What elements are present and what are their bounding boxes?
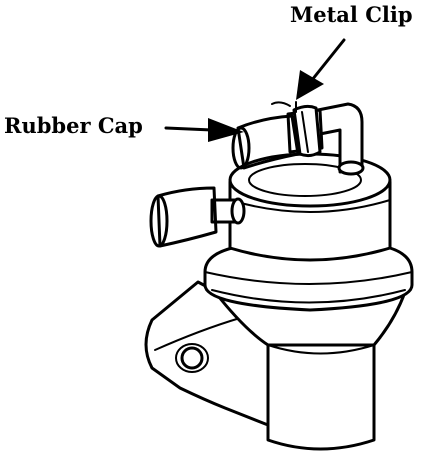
- inlet-fitting: [210, 197, 246, 225]
- metal-clip-arrow: [296, 38, 346, 100]
- mounting-hole-boss: [175, 343, 209, 373]
- fuel-hose: [149, 186, 218, 248]
- diaphragm-flange: [203, 246, 414, 312]
- rubber-cap-arrow: [164, 118, 244, 142]
- rubber-cap: [231, 114, 300, 170]
- metal-clip-label: Metal Clip: [290, 2, 413, 27]
- metal-clip: [271, 101, 322, 158]
- top-cover-recess: [248, 163, 362, 197]
- mounting-hole: [180, 346, 204, 370]
- outlet-pipe: [316, 102, 365, 176]
- pump-upper-housing: [228, 152, 392, 262]
- pump-lower-body: [266, 343, 376, 451]
- rubber-cap-label: Rubber Cap: [4, 113, 143, 138]
